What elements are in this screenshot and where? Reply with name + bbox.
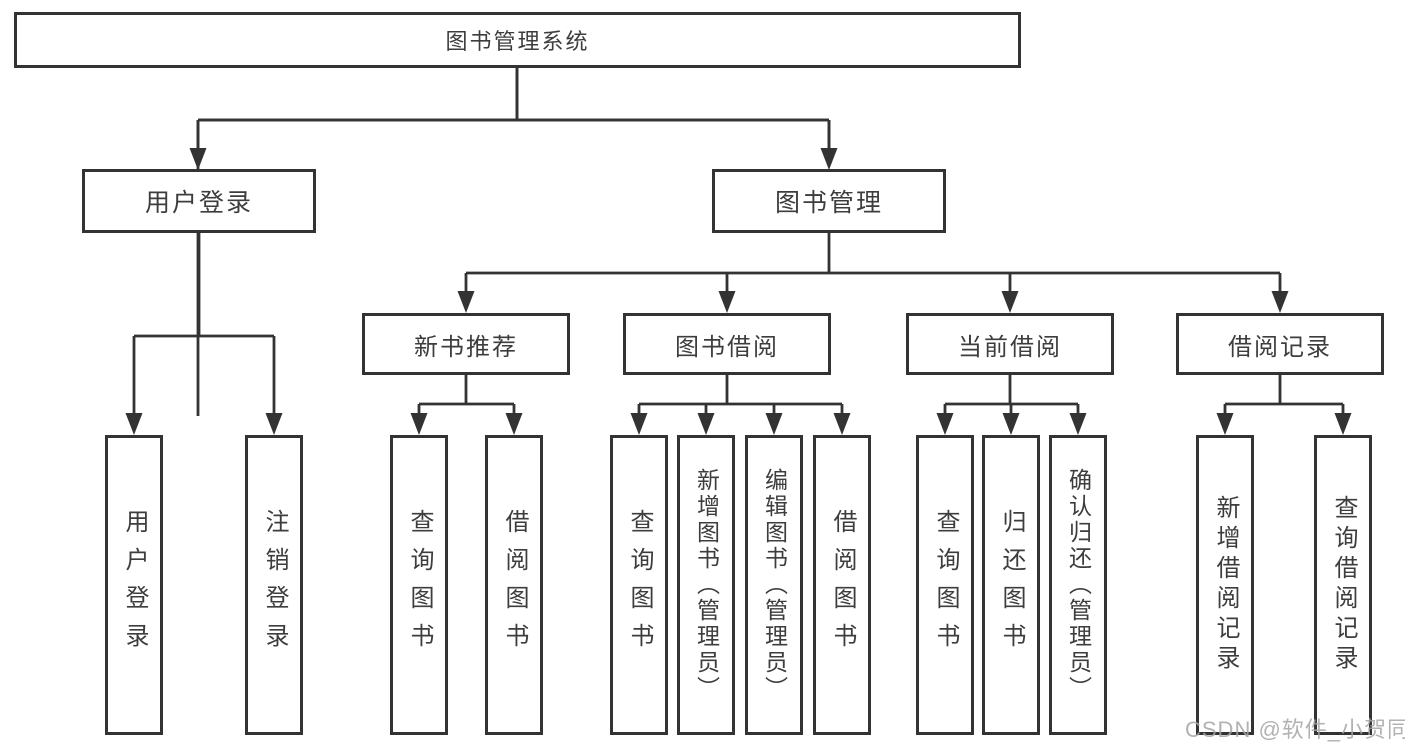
- node-book-management: 图书管理: [712, 169, 946, 233]
- arrow-leaf-9: [1002, 413, 1020, 435]
- node-book-borrow: 图书借阅: [623, 313, 831, 375]
- arrow-leaf-4: [630, 413, 648, 435]
- leaf-query-books-current-label: 查询图书: [932, 509, 959, 661]
- node-current-borrow-label: 当前借阅: [958, 333, 1062, 361]
- node-book-management-label: 图书管理: [774, 189, 883, 217]
- node-user-login-label: 用户登录: [144, 189, 253, 217]
- arrow-book-borrow: [718, 291, 736, 313]
- arrow-user-login: [189, 148, 207, 170]
- node-root: 图书管理系统: [14, 12, 1021, 68]
- leaf-return-books-label: 归还图书: [998, 509, 1025, 661]
- leaf-borrow-books-label: 借阅图书: [829, 509, 856, 661]
- leaf-edit-books-admin-label: 编辑图书（管理员）: [761, 468, 788, 702]
- leaf-query-books-current: 查询图书: [916, 435, 974, 735]
- arrow-new-book: [457, 291, 475, 313]
- arrow-leaf-5: [697, 413, 715, 435]
- csdn-watermark: CSDN @软件_小贺同学: [1185, 717, 1405, 742]
- arrow-leaf-11: [1216, 413, 1234, 435]
- node-borrow-record: 借阅记录: [1176, 313, 1384, 375]
- leaf-add-borrow-record-label: 新增借阅记录: [1212, 495, 1239, 675]
- leaf-return-books: 归还图书: [982, 435, 1040, 735]
- node-new-book-recommend-label: 新书推荐: [414, 333, 518, 361]
- leaf-query-books-recommend-label: 查询图书: [406, 509, 433, 661]
- arrowheads: [125, 148, 1352, 435]
- node-borrow-record-label: 借阅记录: [1228, 333, 1332, 361]
- leaf-borrow-books-recommend: 借阅图书: [485, 435, 543, 735]
- node-current-borrow: 当前借阅: [906, 313, 1114, 375]
- leaf-add-books-admin: 新增图书（管理员）: [677, 435, 735, 735]
- node-root-label: 图书管理系统: [445, 29, 590, 54]
- node-new-book-recommend: 新书推荐: [362, 313, 570, 375]
- leaf-borrow-books-recommend-label: 借阅图书: [501, 509, 528, 661]
- arrow-leaf-10: [1069, 413, 1087, 435]
- leaf-add-books-admin-label: 新增图书（管理员）: [693, 468, 720, 702]
- arrow-leaf-7: [833, 413, 851, 435]
- leaf-logout: 注销登录: [245, 435, 303, 735]
- arrow-leaf-0: [125, 413, 143, 435]
- arrow-leaf-12: [1334, 413, 1352, 435]
- arrow-leaf-8: [936, 413, 954, 435]
- arrow-leaf-1: [265, 413, 283, 435]
- leaf-confirm-return-admin-label: 确认归还（管理员）: [1065, 468, 1092, 702]
- leaf-query-books-borrow: 查询图书: [610, 435, 668, 735]
- leaf-query-books-recommend: 查询图书: [390, 435, 448, 735]
- node-user-login: 用户登录: [82, 169, 316, 233]
- leaf-borrow-books: 借阅图书: [813, 435, 871, 735]
- leaf-user-login: 用户登录: [105, 435, 163, 735]
- leaf-query-borrow-record: 查询借阅记录: [1314, 435, 1372, 735]
- arrow-leaf-6: [765, 413, 783, 435]
- arrow-current-borrow: [1001, 291, 1019, 313]
- leaf-query-borrow-record-label: 查询借阅记录: [1330, 495, 1357, 675]
- leaf-user-login-label: 用户登录: [121, 509, 148, 661]
- leaf-edit-books-admin: 编辑图书（管理员）: [745, 435, 803, 735]
- arrow-leaf-2: [410, 413, 428, 435]
- leaf-query-books-borrow-label: 查询图书: [626, 509, 653, 661]
- arrow-borrow-record: [1271, 291, 1289, 313]
- arrow-book-mgmt: [820, 148, 838, 170]
- leaf-add-borrow-record: 新增借阅记录: [1196, 435, 1254, 735]
- leaf-logout-label: 注销登录: [261, 509, 288, 661]
- leaf-confirm-return-admin: 确认归还（管理员）: [1049, 435, 1107, 735]
- arrow-leaf-3: [505, 413, 523, 435]
- node-book-borrow-label: 图书借阅: [675, 333, 779, 361]
